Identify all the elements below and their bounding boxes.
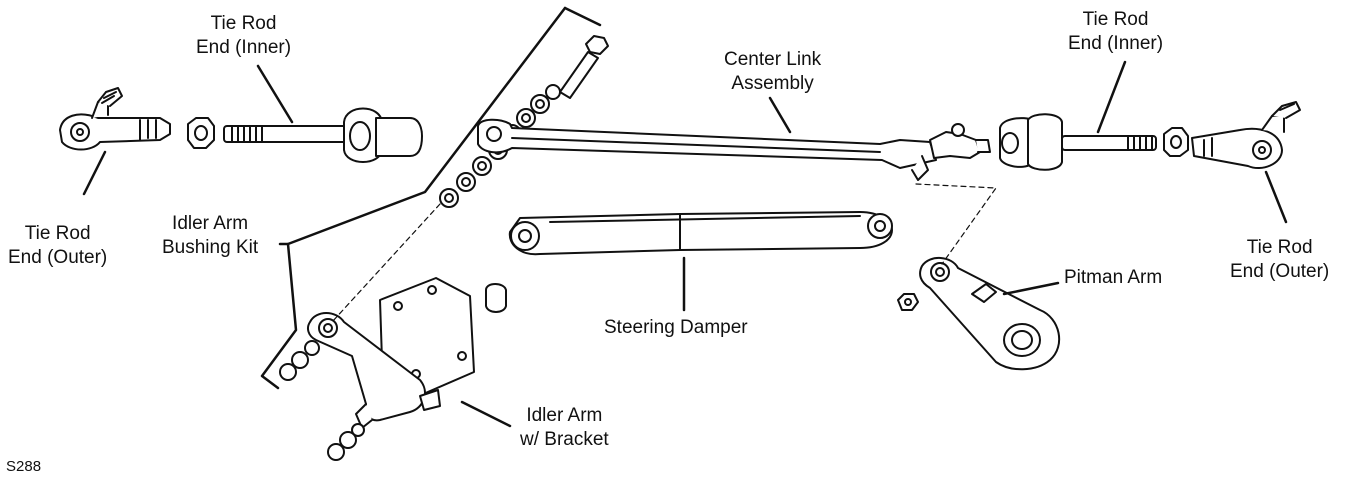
label-line: End (Inner)	[1068, 33, 1164, 54]
label-line: Tie Rod	[1082, 9, 1149, 30]
label-line: End (Inner)	[196, 37, 292, 58]
assembly-dash-lines	[331, 183, 997, 323]
label-steering-damper: Steering Damper	[604, 317, 748, 338]
label-idler-arm-bushing-kit: Idler Arm Bushing Kit	[162, 212, 258, 260]
label-tie-rod-end-outer-left: Tie Rod End (Outer)	[8, 222, 107, 270]
label-pitman-arm: Pitman Arm	[1064, 267, 1163, 288]
label-line: Idler Arm	[526, 405, 603, 426]
tie-rod-end-outer-right-part	[1191, 101, 1301, 169]
label-line: End (Outer)	[1230, 261, 1330, 282]
label-line: Tie Rod	[210, 13, 277, 34]
label-line: Tie Rod	[24, 223, 91, 244]
label-line: End (Outer)	[8, 247, 108, 268]
label-idler-arm-with-bracket: Idler Arm w/ Bracket	[520, 404, 609, 452]
jam-nut-left	[187, 117, 215, 149]
idler-arm-bracket-part	[279, 277, 507, 461]
label-line: w/ Bracket	[520, 429, 609, 450]
label-line: Tie Rod	[1246, 237, 1313, 258]
steering-damper-part	[508, 211, 893, 256]
label-tie-rod-end-inner-left: Tie Rod End (Inner)	[196, 12, 291, 60]
leader-lines	[82, 60, 1288, 428]
label-center-link-assembly: Center Link Assembly	[724, 48, 821, 96]
label-line: Bushing Kit	[162, 237, 259, 258]
bushing-kit-bracket-outline	[260, 6, 602, 390]
label-tie-rod-end-inner-right: Tie Rod End (Inner)	[1068, 8, 1163, 56]
label-tie-rod-end-outer-right: Tie Rod End (Outer)	[1230, 236, 1329, 284]
figure-code: S288	[6, 458, 42, 475]
tie-rod-end-inner-right-part	[999, 113, 1157, 171]
center-link-part	[477, 118, 991, 181]
tie-rod-end-outer-left-part	[59, 87, 171, 151]
pitman-arm-part	[897, 257, 1060, 371]
label-line: Idler Arm	[172, 213, 249, 234]
label-line: Center Link	[724, 49, 822, 70]
jam-nut-right	[1163, 127, 1189, 157]
tie-rod-end-inner-left-part	[223, 107, 423, 163]
label-line: Assembly	[731, 73, 814, 94]
